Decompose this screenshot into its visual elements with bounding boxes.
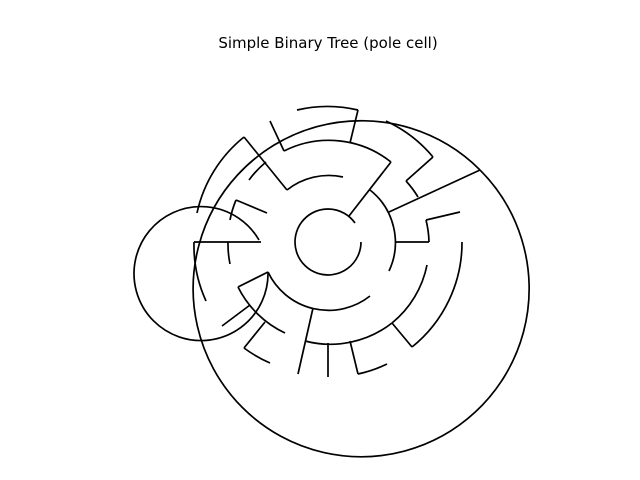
ring-2-arc-d (267, 271, 371, 312)
ring-3-arc-b (248, 161, 267, 181)
radial-wall (221, 304, 251, 327)
ring-4-arc-a (296, 105, 359, 111)
figure-title: Simple Binary Tree (pole cell) (218, 34, 438, 52)
ring-3-arc-a (283, 139, 392, 163)
radial-wall (235, 199, 268, 214)
radial-wall (425, 211, 461, 221)
radial-walls (194, 109, 481, 377)
radial-wall (349, 340, 359, 375)
ring-3-arc-c (229, 199, 237, 221)
radial-wall (349, 109, 359, 144)
radial-wall (297, 307, 314, 375)
ring-3-arc-i (391, 264, 428, 324)
radial-wall (388, 169, 481, 213)
ring-4-walls (193, 105, 463, 375)
pole-cell-wall (294, 208, 362, 276)
ring-1-walls (294, 208, 362, 276)
ring-3-arc-d (227, 241, 231, 265)
ring-2-arc-a (286, 174, 344, 191)
ring-3-arc-e (237, 286, 286, 334)
ring-2-arc-c (133, 205, 269, 342)
ring-3-arc-h (425, 219, 430, 243)
radial-wall (269, 120, 285, 152)
radial-wall (243, 321, 266, 349)
ring-4-arc-f (357, 363, 388, 375)
outer-boundary (192, 119, 530, 458)
ring-4-arc-d (193, 241, 207, 302)
ring-4-arc-g (411, 241, 463, 348)
ring-4-arc-c (196, 136, 245, 214)
ring-4-arc-b (385, 120, 434, 158)
ring-2-arc-b (369, 189, 397, 272)
ring-3-arc-g (405, 180, 419, 198)
outer-ring-wall (192, 119, 530, 458)
radial-wall (237, 271, 269, 288)
radial-wall (391, 322, 413, 348)
ring-3-arc-f (304, 322, 393, 346)
ring-4-arc-e (243, 347, 271, 364)
radial-wall (243, 136, 288, 191)
radial-wall (348, 161, 392, 217)
radial-wall (405, 156, 434, 182)
